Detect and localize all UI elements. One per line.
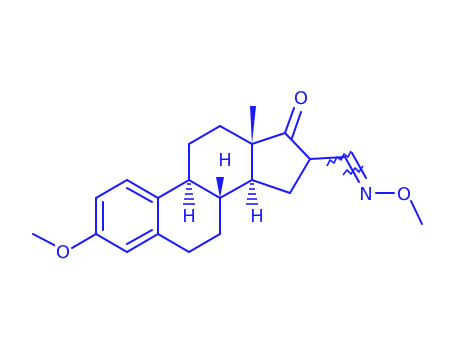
bond-co-2 [291,111,302,139]
bond-d4 [251,179,291,194]
bond-c2 [188,125,221,145]
bond-b2 [188,179,221,199]
atom-h-c9: H [182,206,196,227]
stereo-h-c8: H [216,150,232,198]
stereo-h-c14: H [246,183,264,227]
wavy-bond-crossing [342,165,364,176]
bond-d3 [289,158,311,194]
bond-o-ch3 [32,233,57,247]
bond-b5 [157,233,190,253]
bond-c16-ch [309,156,346,160]
bond-d2 [284,132,311,160]
bond-a-double-1 [126,187,153,203]
ring-d [251,132,311,194]
bond-c5 [219,179,253,199]
bond-a6 [95,179,128,199]
atom-h-c8: H [218,150,232,171]
atom-h-c14: H [250,206,264,227]
bond-a3 [126,233,159,253]
bond-b4 [188,233,221,253]
atom-o-ketone: O [294,88,308,109]
methyl-wedge-bond [250,106,256,144]
bond-a4 [95,233,128,253]
bond-cn-2 [351,152,367,179]
bond-b1 [157,179,190,199]
bond-o-ch3-oxime [410,200,423,225]
ketone-group: O [284,88,308,139]
atom-o-oxime: O [397,184,411,205]
bond-c3 [219,125,253,145]
bond-d1 [251,132,286,145]
atom-o-methoxy: O [56,242,70,263]
bond-a-double-3 [126,229,153,245]
ring-a-aromatic [95,179,159,253]
bond-co-1 [284,107,295,134]
bond-cn-1 [344,156,360,183]
stereo-h-c9: H [182,183,196,227]
atom-n-oxime: N [359,184,372,205]
ring-b [157,179,221,253]
oxime-side-chain: N O [309,150,423,225]
bond-c3-o [71,233,97,249]
wavy-bond-indicator [326,150,352,167]
methoxy-group: O [32,233,97,263]
bond-a1 [126,179,159,199]
ring-c [188,125,253,199]
